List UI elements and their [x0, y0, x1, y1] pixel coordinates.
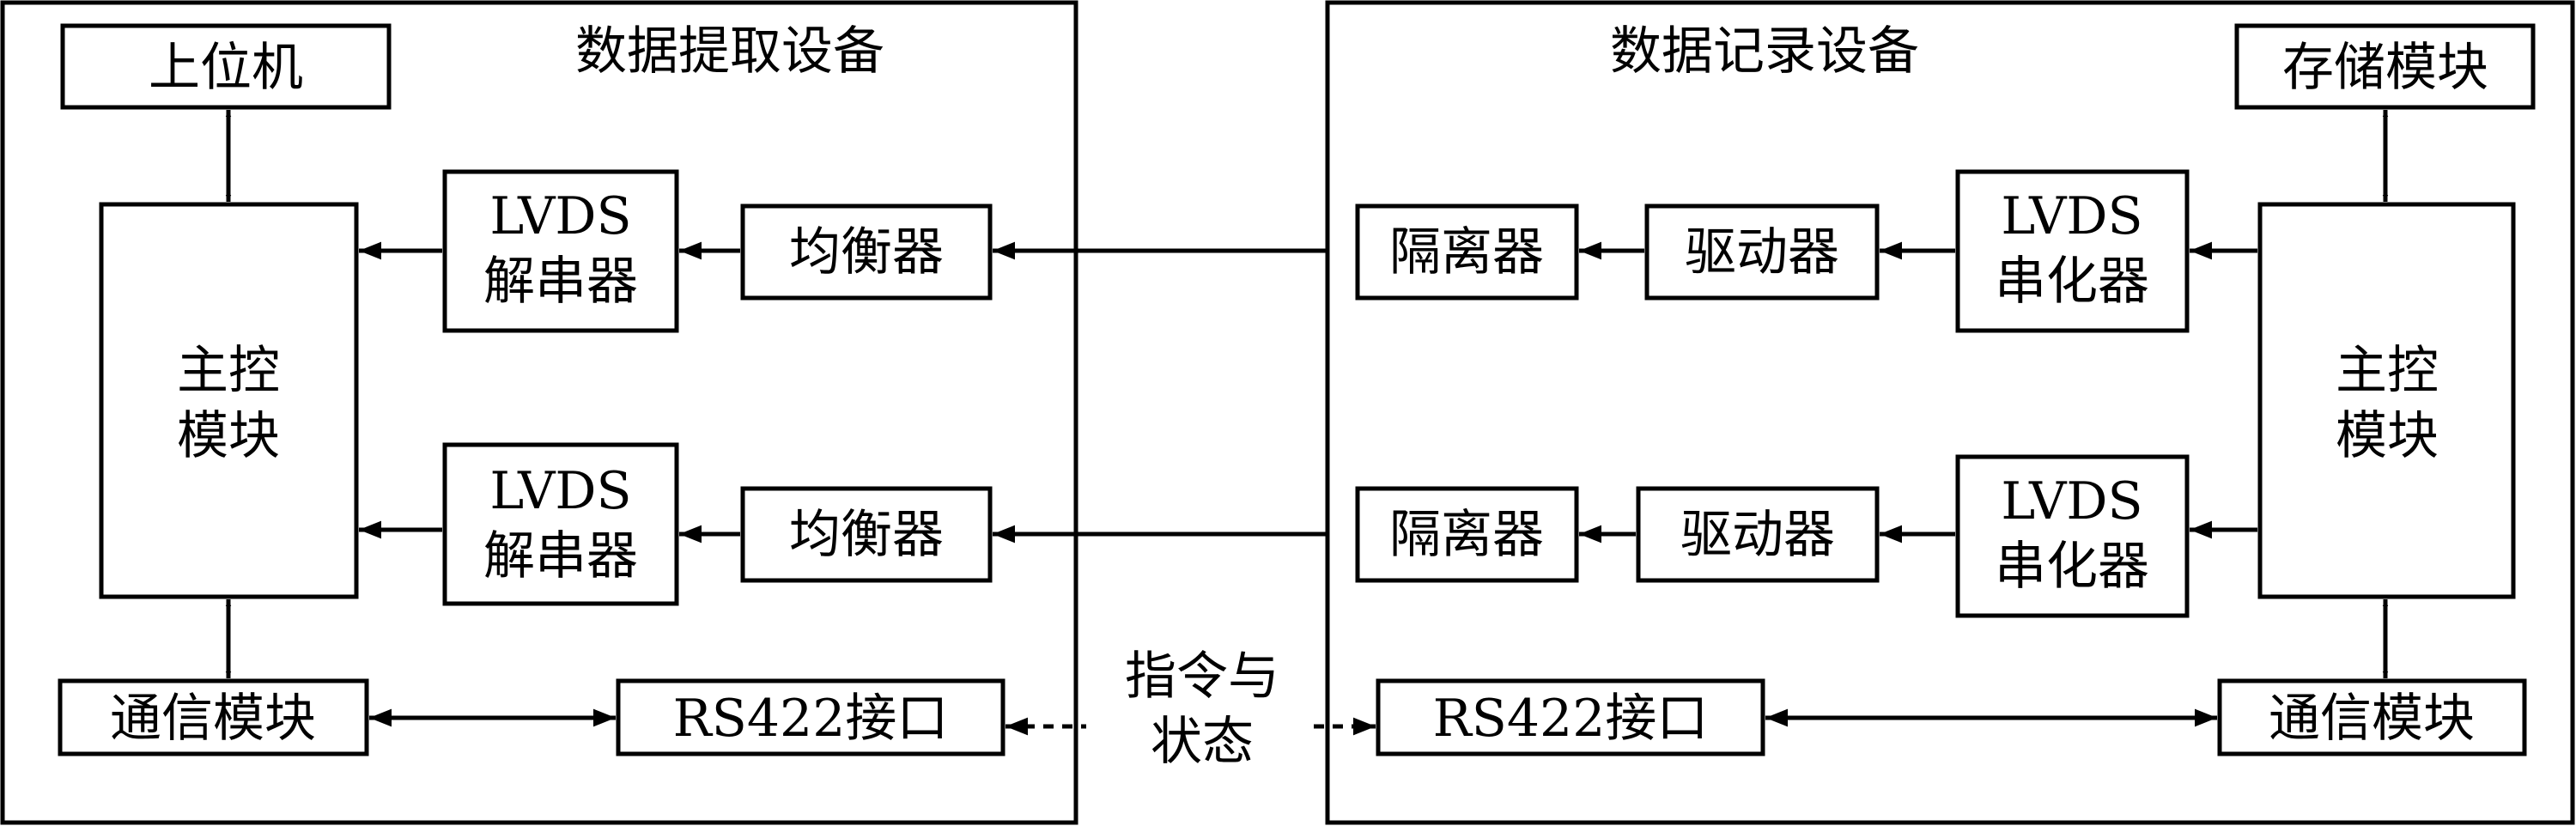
command-status-label-1: 指令与: [1125, 647, 1279, 707]
driver-2-box: [1636, 486, 1880, 583]
driver-1-label: 驱动器: [1685, 222, 1839, 282]
storage-module-label: 存储模块: [2282, 38, 2488, 98]
right-comm-module-box: [2217, 678, 2527, 756]
lvds-serializer-1-label-2: 串化器: [1995, 252, 2149, 312]
left-comm-module-box: [58, 678, 369, 756]
recording-device-title: 数据记录设备: [1610, 21, 1919, 82]
lvds-serializer-2-box: [1955, 454, 2190, 618]
right-main-control-label-1: 主控: [2336, 341, 2439, 401]
extraction-device-title: 数据提取设备: [575, 21, 884, 82]
host-computer-box: [60, 23, 392, 110]
isolator-1-label: 隔离器: [1389, 222, 1544, 282]
data-extraction-device-frame: [0, 0, 1078, 825]
isolator-1-box: [1355, 203, 1579, 301]
lvds-serializer-2-label-1: LVDS: [2001, 471, 2142, 531]
data-recording-device-frame: [1325, 0, 2575, 825]
equalizer-1-label: 均衡器: [789, 222, 944, 282]
left-main-control-label-1: 主控: [177, 341, 280, 401]
equalizer-2-label: 均衡器: [789, 505, 944, 565]
right-rs422-box: [1376, 678, 1765, 756]
isolator-2-label: 隔离器: [1389, 505, 1544, 565]
driver-2-label: 驱动器: [1680, 505, 1835, 565]
lvds-deserializer-1-label-2: 解串器: [483, 252, 638, 312]
host-computer-label: 上位机: [149, 38, 303, 98]
left-rs422-box: [616, 678, 1005, 756]
lvds-deserializer-2-box: [442, 442, 679, 606]
driver-1-box: [1644, 203, 1880, 301]
left-main-control-label-2: 模块: [177, 406, 280, 466]
lvds-serializer-2-label-2: 串化器: [1995, 537, 2149, 597]
isolator-2-box: [1355, 486, 1579, 583]
equalizer-2-box: [740, 486, 993, 583]
left-main-control-box: [99, 202, 359, 599]
left-rs422-label: RS422接口: [673, 689, 949, 749]
right-comm-module-label: 通信模块: [2269, 689, 2475, 749]
lvds-serializer-1-box: [1955, 169, 2190, 333]
equalizer-1-box: [740, 203, 993, 301]
left-comm-module-label: 通信模块: [110, 689, 316, 749]
storage-module-box: [2234, 23, 2536, 110]
right-main-control-box: [2257, 202, 2516, 599]
lvds-deserializer-2-label-1: LVDS: [489, 461, 631, 521]
command-status-label-2: 状态: [1151, 712, 1254, 772]
right-rs422-label: RS422接口: [1433, 689, 1709, 749]
lvds-deserializer-1-label-1: LVDS: [489, 186, 631, 246]
right-main-control-label-2: 模块: [2336, 406, 2439, 466]
lvds-deserializer-2-label-2: 解串器: [483, 526, 638, 586]
lvds-deserializer-1-box: [442, 169, 679, 333]
lvds-serializer-1-label-1: LVDS: [2001, 186, 2142, 246]
